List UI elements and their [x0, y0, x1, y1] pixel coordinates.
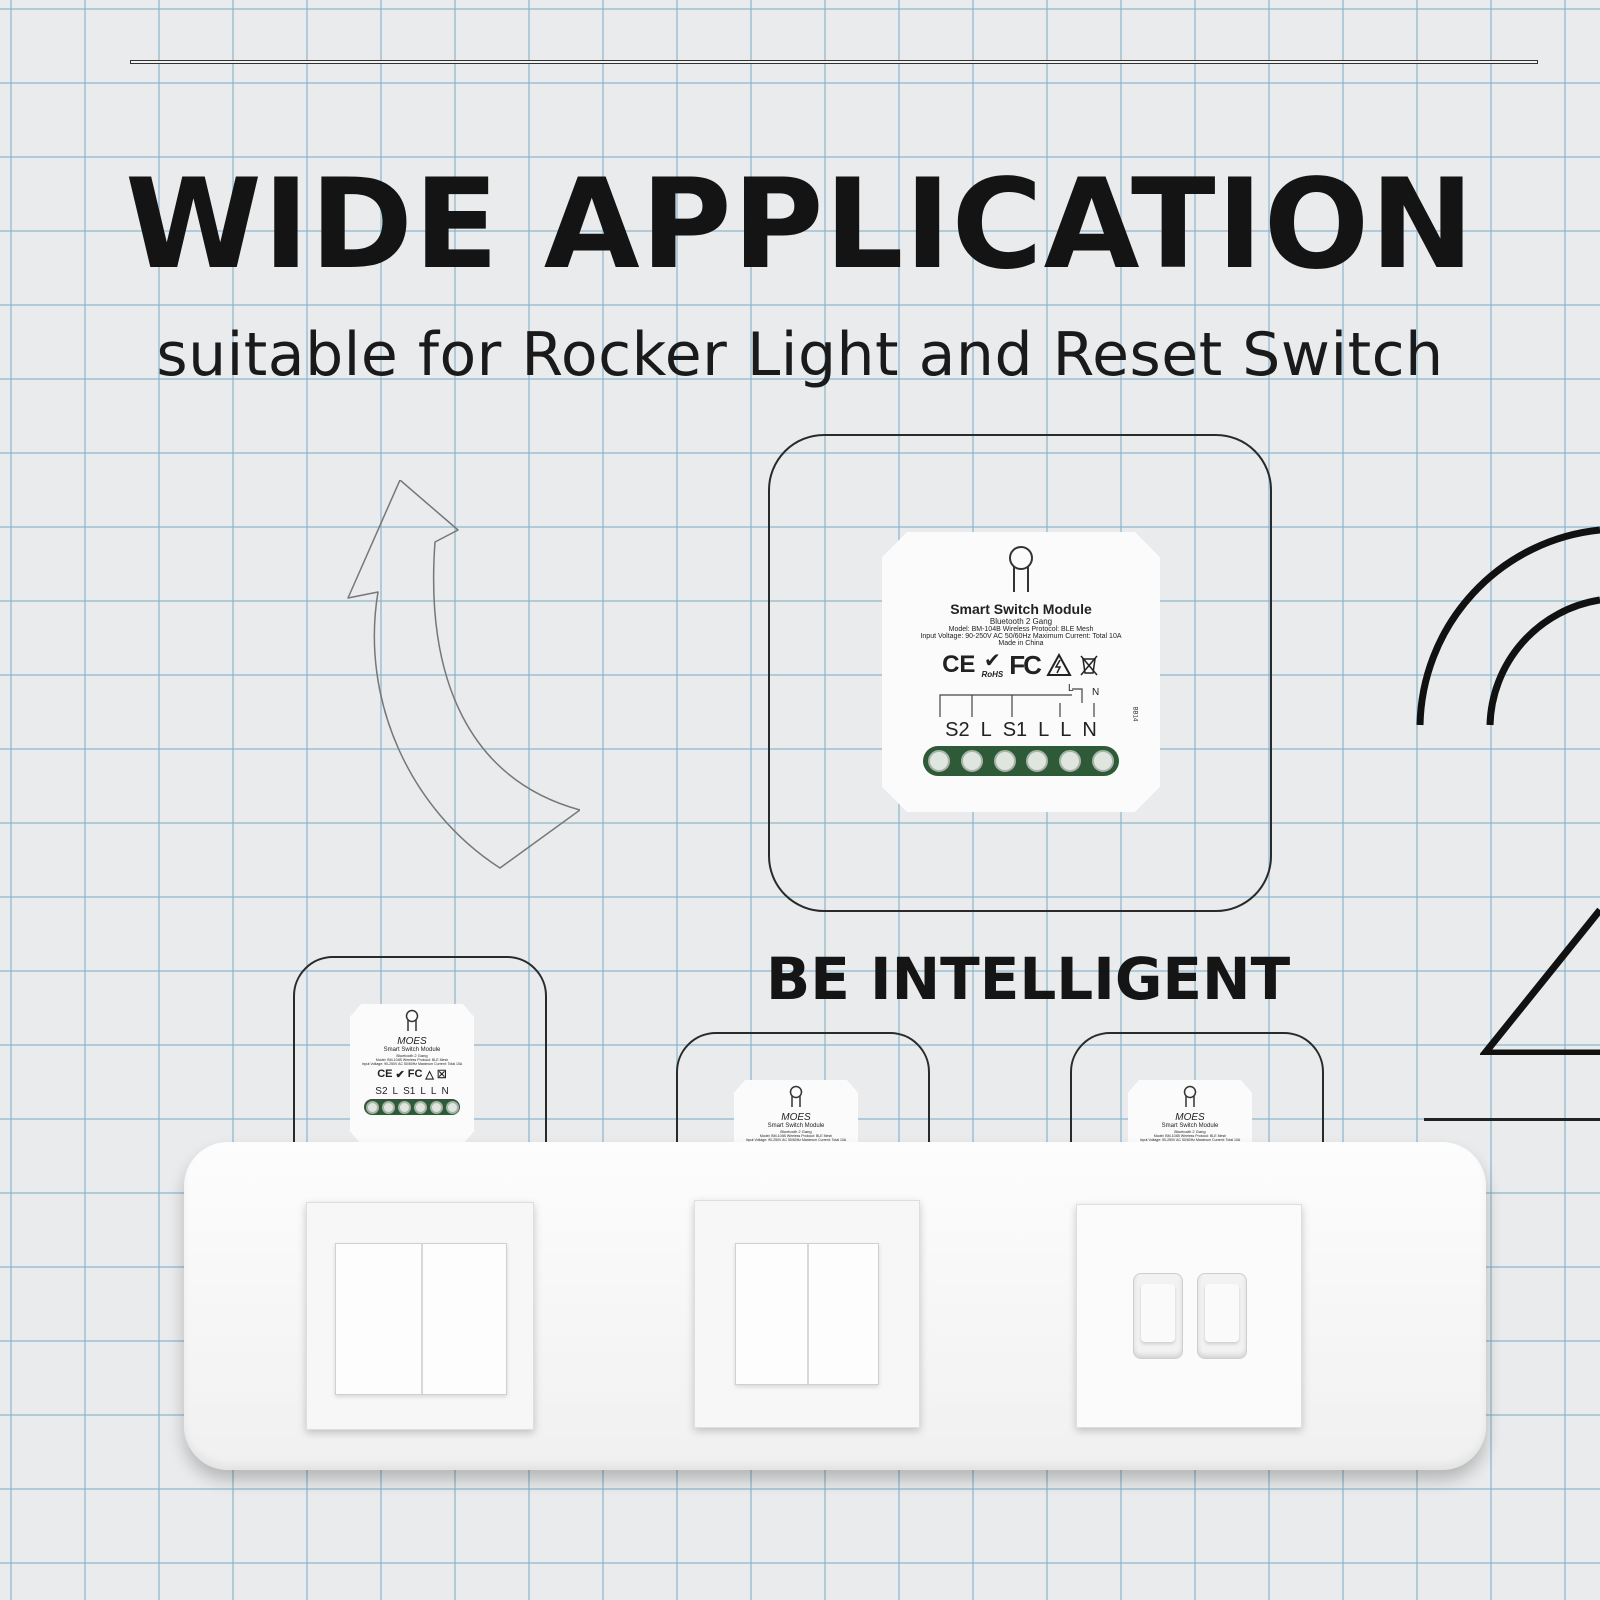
terminal-screw	[429, 1100, 443, 1114]
wiring-diagram: L N BB14	[882, 681, 1160, 721]
toggle-lever-left	[1141, 1284, 1175, 1342]
rocker-left-button[interactable]	[736, 1244, 809, 1384]
terminal-label: L	[1060, 719, 1072, 741]
rocker-left-button[interactable]	[336, 1244, 423, 1394]
terminal-label: N	[1082, 719, 1097, 741]
warning-triangle-icon: △	[425, 1068, 434, 1081]
tagline: BE INTELLIGENT	[766, 945, 1291, 1013]
terminal-label: S2	[945, 719, 970, 741]
smart-switch-module-large: Smart Switch Module Bluetooth 2 Gang Mod…	[882, 532, 1160, 812]
module-spec-line-2: Input Voltage: 90-250V AC 50/60Hz Maximu…	[920, 633, 1122, 640]
terminal-label: S2	[375, 1086, 388, 1097]
page-headline: WIDE APPLICATION	[125, 153, 1475, 297]
module-title: Smart Switch Module	[767, 1123, 825, 1129]
curved-arrow-icon	[347, 480, 580, 869]
side-code: BB14	[1131, 706, 1138, 722]
module-spec-line-2: Input Voltage: 90-250V AC 50/60Hz Maximu…	[745, 1138, 847, 1142]
hanging-hole-icon	[789, 1085, 803, 1107]
terminal-screw	[397, 1100, 411, 1114]
module-title: Smart Switch Module	[1161, 1123, 1219, 1129]
switch-frame-2	[694, 1200, 920, 1428]
module-spec-line-1: Model: BM-104B Wireless Protocol: BLE Me…	[759, 1134, 833, 1138]
module-brand: MOES	[397, 1036, 427, 1047]
terminal-label: L	[420, 1086, 426, 1097]
hanging-hole-icon	[405, 1009, 419, 1031]
rocker-switch-2[interactable]	[735, 1243, 879, 1385]
wifi-arc-icon	[1416, 526, 1600, 726]
rohs-label: RoHS	[981, 669, 1004, 679]
terminal-labels: S2 L S1 L L N	[350, 1086, 474, 1097]
module-subtitle: Bluetooth 2 Gang	[989, 617, 1053, 626]
fc-mark-icon: FC	[1009, 649, 1042, 680]
certification-row: CE ✔ RoHS FC	[882, 649, 1160, 681]
module-spec-line-2: Input Voltage: 90-250V AC 50/60Hz Maximu…	[1139, 1138, 1241, 1142]
terminal-label: L	[430, 1086, 437, 1097]
terminal-screw	[993, 750, 1016, 772]
module-spec-line-1: Model: BM-104B Wireless Protocol: BLE Me…	[375, 1058, 449, 1062]
wiring-l-label: L	[1068, 683, 1074, 694]
terminal-screw	[1091, 750, 1114, 772]
terminal-screw	[381, 1100, 395, 1114]
terminal-label: N	[441, 1086, 449, 1097]
weee-bin-icon	[1080, 655, 1098, 676]
toggle-switch-right[interactable]	[1197, 1273, 1247, 1359]
terminal-screw	[413, 1100, 427, 1114]
wiring-n-label: N	[1092, 687, 1100, 698]
switch-frame-3	[1076, 1204, 1302, 1428]
terminal-screw	[445, 1100, 459, 1114]
ce-mark-icon: CE	[377, 1068, 393, 1080]
certification-row: CE ✔ FC △ ☒	[350, 1066, 474, 1082]
wiring-lines	[939, 688, 1095, 717]
module-spec-line-2: Input Voltage: 90-250V AC 50/60Hz Maximu…	[361, 1062, 463, 1066]
right-divider-line	[1424, 1118, 1600, 1121]
fc-mark-icon: FC	[407, 1068, 423, 1080]
rocker-right-button[interactable]	[421, 1244, 506, 1394]
terminal-labels: S2 L S1 L L N	[882, 719, 1160, 742]
module-title: Smart Switch Module	[383, 1047, 441, 1053]
hanging-hole-icon	[1183, 1085, 1197, 1107]
module-subtitle: Bluetooth 2 Gang	[1174, 1129, 1206, 1134]
terminal-label: L	[1038, 719, 1050, 741]
terminal-screw	[365, 1100, 379, 1114]
toggle-switch-left[interactable]	[1133, 1273, 1183, 1359]
triangle-icon	[1480, 907, 1600, 1055]
hanging-hole-icon	[1009, 546, 1033, 592]
wall-switch-panel	[184, 1142, 1486, 1470]
terminal-label: L	[392, 1086, 399, 1097]
module-brand: MOES	[781, 1112, 811, 1123]
page-subheadline: suitable for Rocker Light and Reset Swit…	[156, 320, 1444, 390]
terminal-block	[364, 1099, 460, 1115]
terminal-block	[923, 746, 1119, 776]
terminal-label: L	[980, 719, 992, 741]
module-spec-line-1: Model: BM-104B Wireless Protocol: BLE Me…	[1153, 1134, 1227, 1138]
toggle-lever-right	[1205, 1284, 1239, 1342]
switch-frame-1	[306, 1202, 534, 1430]
rocker-right-button[interactable]	[807, 1244, 878, 1384]
module-origin: Made in China	[998, 640, 1044, 647]
terminal-screw	[1026, 750, 1049, 772]
top-divider-rule	[130, 60, 1538, 64]
weee-bin-icon: ☒	[436, 1068, 447, 1081]
rohs-mark: ✔ RoHS	[981, 649, 1004, 679]
check-mark-icon: ✔	[395, 1068, 405, 1081]
module-outline-box-large	[768, 434, 1272, 912]
module-subtitle: Bluetooth 2 Gang	[780, 1129, 812, 1134]
module-title: Smart Switch Module	[950, 601, 1092, 617]
terminal-screw	[1058, 750, 1081, 772]
module-subtitle: Bluetooth 2 Gang	[396, 1053, 428, 1058]
warning-triangle-icon	[1046, 653, 1072, 676]
check-mark-icon: ✔	[983, 649, 1001, 672]
rocker-switch-1[interactable]	[335, 1243, 507, 1395]
ce-mark-icon: CE	[942, 651, 976, 678]
module-brand: MOES	[1175, 1112, 1205, 1123]
module-spec-line-1: Model: BM-104B Wireless Protocol: BLE Me…	[948, 626, 1094, 633]
terminal-label: S1	[1002, 719, 1028, 741]
smart-switch-module-small-1: MOES Smart Switch Module Bluetooth 2 Gan…	[350, 1004, 474, 1144]
terminal-screw	[928, 750, 951, 772]
terminal-screw	[960, 750, 983, 772]
terminal-label: S1	[403, 1086, 416, 1097]
